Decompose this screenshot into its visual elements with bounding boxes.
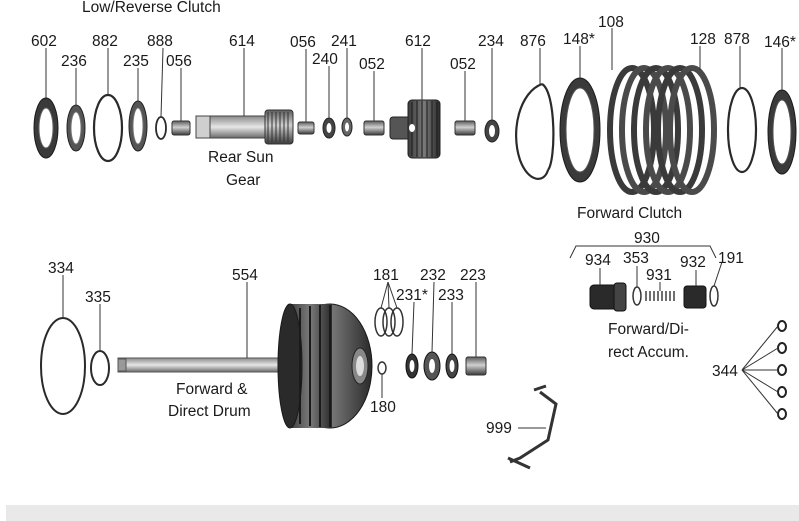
label-180: 180	[370, 399, 396, 416]
part-334-large-seal-ring	[40, 317, 86, 415]
part-223-bushing	[465, 356, 487, 376]
part-234-washer	[484, 119, 500, 143]
label-241: 241	[331, 33, 357, 50]
label-602: 602	[31, 33, 57, 50]
label-353: 353	[623, 250, 649, 267]
label-148: 148*	[563, 31, 595, 48]
part-191-seal	[709, 285, 719, 307]
label-234: 234	[478, 33, 504, 50]
label-233: 233	[438, 287, 464, 304]
part-181-seal-rings	[374, 307, 404, 337]
label-932: 932	[680, 254, 706, 271]
label-108: 108	[598, 14, 624, 31]
part-052-bushing	[363, 120, 385, 136]
part-931-spring	[645, 291, 675, 301]
part-240-washer	[322, 117, 336, 139]
label-554: 554	[232, 267, 258, 284]
part-235-plate	[128, 100, 148, 152]
label-128: 128	[690, 31, 716, 48]
part-056-bushing	[171, 120, 191, 136]
label-232: 232	[420, 267, 446, 284]
label-612: 612	[405, 33, 431, 50]
label-882: 882	[92, 33, 118, 50]
label-052a: 052	[359, 56, 385, 73]
label-056a: 056	[166, 53, 192, 70]
part-930-accumulator-bracket	[569, 245, 717, 259]
label-334: 334	[48, 260, 74, 277]
label-191: 191	[718, 250, 744, 267]
label-999: 999	[486, 420, 512, 437]
label-forward-direct-drum-2: Direct Drum	[168, 403, 251, 420]
part-056-bushing-2	[297, 121, 315, 135]
label-rear-sun-gear-1: Rear Sun	[208, 149, 273, 166]
part-882-snap-ring	[92, 93, 124, 163]
label-930: 930	[634, 230, 660, 247]
part-236-plate	[66, 104, 86, 152]
part-934-accumulator-piston	[589, 282, 627, 312]
label-236: 236	[61, 53, 87, 70]
bottom-row-leader-lines	[62, 275, 779, 429]
label-rear-sun-gear-2: Gear	[226, 172, 260, 189]
part-932-piston	[683, 285, 707, 309]
label-235: 235	[123, 53, 149, 70]
label-876: 876	[520, 33, 546, 50]
label-231: 231*	[396, 287, 428, 304]
label-934: 934	[585, 252, 611, 269]
label-888: 888	[147, 33, 173, 50]
part-353-seal	[632, 286, 642, 306]
part-233-washer	[445, 353, 459, 379]
part-052-bushing-2	[454, 120, 476, 136]
part-148-pressure-plate	[559, 77, 601, 183]
accumulator-leader-lines	[599, 261, 723, 291]
label-181: 181	[373, 267, 399, 284]
part-554-forward-direct-drum	[117, 303, 373, 429]
label-146: 146*	[764, 34, 796, 51]
label-low-reverse-clutch: Low/Reverse Clutch	[82, 0, 221, 16]
part-876-snap-ring	[515, 82, 555, 180]
label-forward-clutch: Forward Clutch	[577, 205, 682, 222]
part-241-washer	[341, 117, 353, 137]
label-223: 223	[460, 267, 486, 284]
label-335: 335	[85, 289, 111, 306]
part-146-pressure-plate	[767, 89, 797, 175]
part-335-seal-ring	[90, 350, 110, 386]
part-180-o-ring	[377, 361, 387, 375]
label-056b: 056	[290, 34, 316, 51]
label-052b: 052	[450, 56, 476, 73]
label-forward-direct-accum-1: Forward/Di-	[608, 321, 689, 338]
label-344: 344	[712, 363, 738, 380]
label-878: 878	[724, 31, 750, 48]
top-row-leader-lines	[45, 28, 783, 122]
part-999-tool	[507, 384, 558, 470]
part-232-washer	[423, 351, 441, 381]
part-612-gear-hub	[389, 99, 441, 159]
label-614: 614	[229, 33, 255, 50]
part-231-washer	[405, 353, 419, 379]
part-888-ring	[155, 116, 167, 140]
part-602-clutch-plate	[33, 97, 59, 159]
part-344-check-balls	[777, 320, 787, 420]
label-forward-direct-accum-2: rect Accum.	[608, 344, 689, 361]
label-240: 240	[312, 51, 338, 68]
label-931: 931	[646, 267, 672, 284]
part-878-snap-ring	[726, 86, 758, 174]
part-108-128-clutch-pack	[607, 65, 717, 195]
part-614-rear-sun-gear	[195, 109, 294, 145]
footer-bar	[6, 505, 799, 521]
label-forward-direct-drum-1: Forward &	[176, 381, 248, 398]
